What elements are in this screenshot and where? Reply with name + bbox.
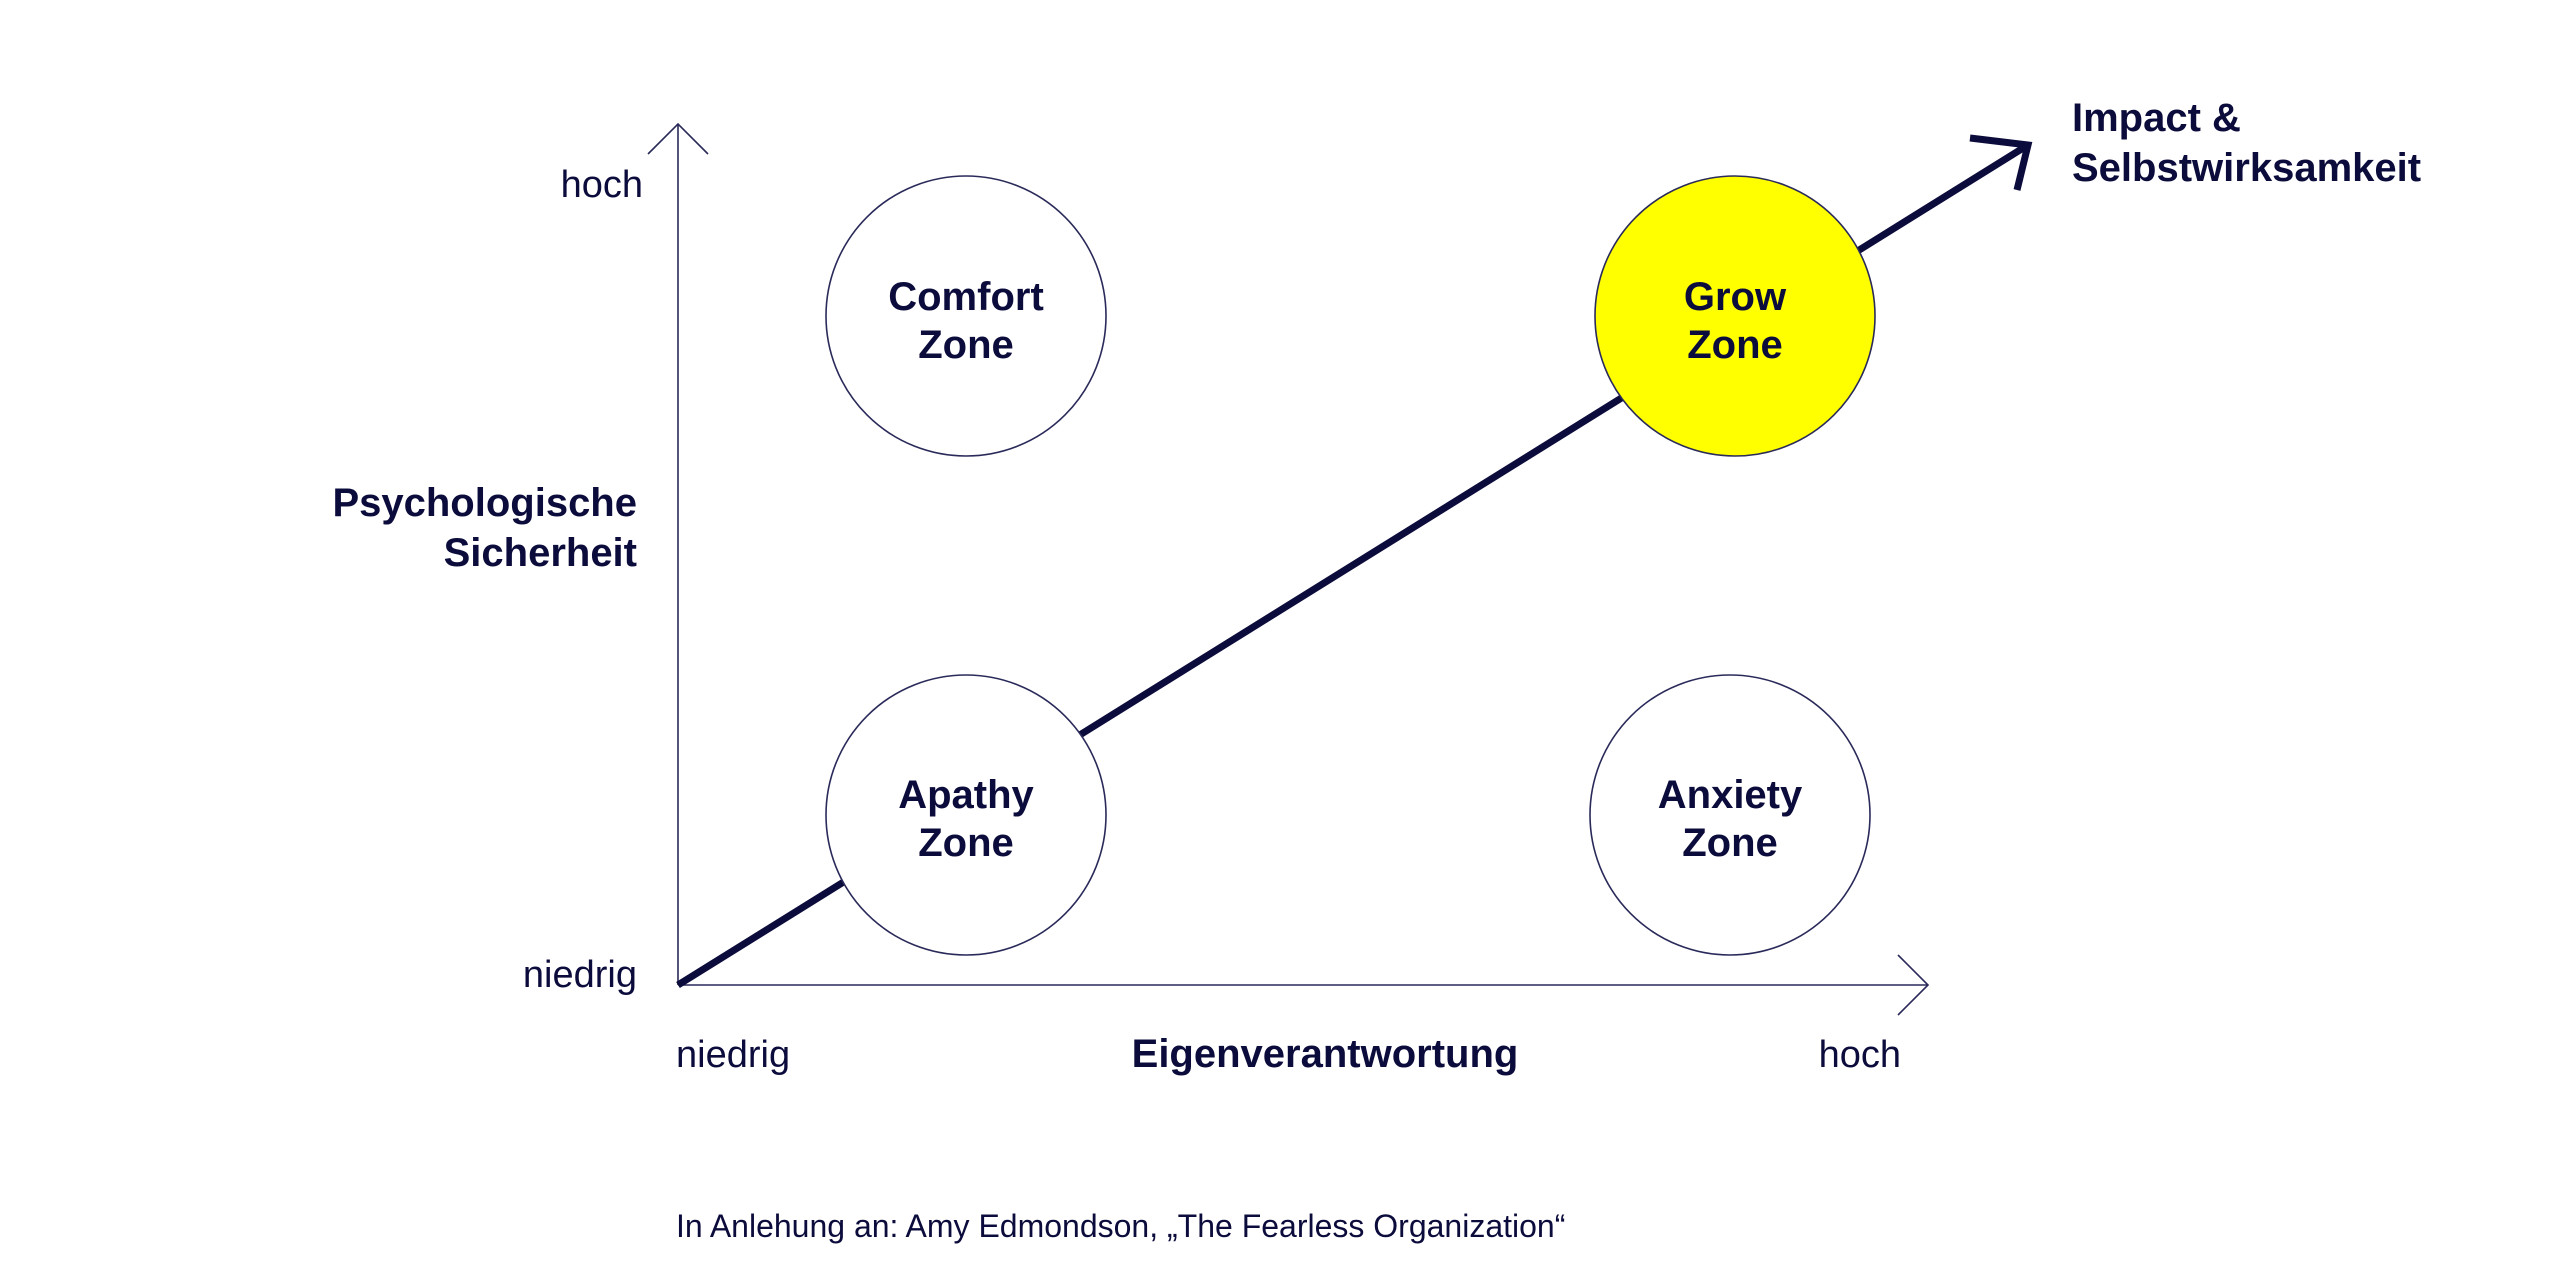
anxiety-zone-label-line1: Anxiety bbox=[1658, 773, 1803, 817]
trend-label-line2: Selbstwirksamkeit bbox=[2072, 146, 2421, 190]
trend-arrowhead bbox=[1969, 134, 2033, 191]
y-axis-title-line2: Sicherheit bbox=[444, 531, 637, 575]
apathy-zone: Apathy Zone bbox=[825, 674, 1107, 956]
grow-zone-label-line1: Grow bbox=[1684, 275, 1787, 319]
comfort-zone-label-line1: Comfort bbox=[888, 275, 1044, 319]
grow-zone-label-line2: Zone bbox=[1687, 323, 1783, 367]
comfort-zone-label-line2: Zone bbox=[918, 323, 1014, 367]
anxiety-zone: Anxiety Zone bbox=[1589, 674, 1871, 956]
y-axis-title-line1: Psychologische bbox=[332, 481, 637, 525]
y-axis-low-label: niedrig bbox=[523, 954, 637, 996]
x-axis-low-label: niedrig bbox=[676, 1034, 790, 1076]
grow-zone: Grow Zone bbox=[1594, 175, 1876, 457]
comfort-zone: Comfort Zone bbox=[825, 175, 1107, 457]
apathy-zone-label-line1: Apathy bbox=[898, 773, 1034, 817]
x-axis-title: Eigenverantwortung bbox=[1132, 1032, 1519, 1076]
grow-zone-circle bbox=[1594, 175, 1876, 457]
apathy-zone-circle bbox=[825, 674, 1107, 956]
trend-label-line1: Impact & bbox=[2072, 96, 2241, 140]
x-axis-arrowhead bbox=[1897, 954, 1930, 1016]
apathy-zone-label-line2: Zone bbox=[918, 821, 1014, 865]
anxiety-zone-label-line2: Zone bbox=[1682, 821, 1778, 865]
comfort-zone-circle bbox=[825, 175, 1107, 457]
y-axis-high-label: hoch bbox=[561, 164, 643, 206]
source-caption: In Anlehung an: Amy Edmondson, „The Fear… bbox=[676, 1208, 1565, 1244]
y-axis-arrowhead bbox=[647, 122, 709, 155]
anxiety-zone-circle bbox=[1589, 674, 1871, 956]
x-axis-high-label: hoch bbox=[1819, 1034, 1901, 1076]
